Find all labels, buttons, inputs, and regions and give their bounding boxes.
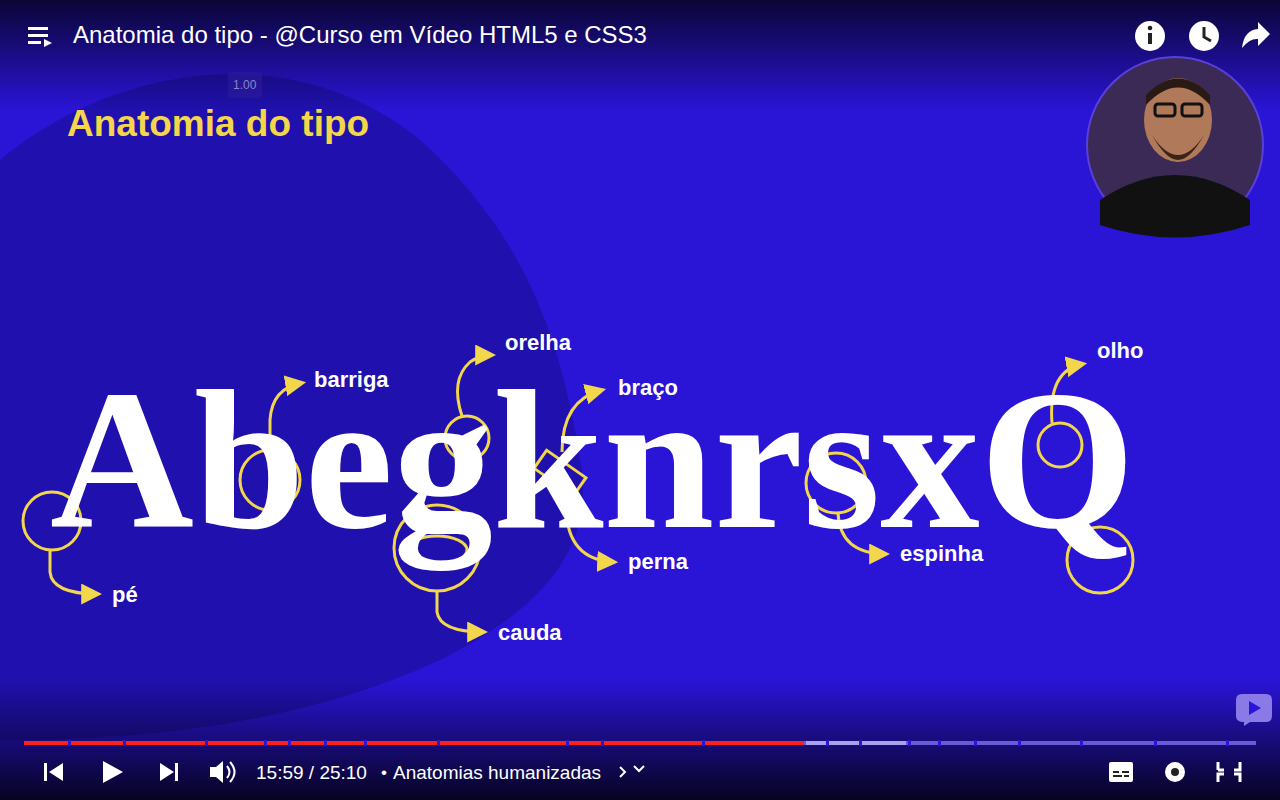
player-controls — [44, 694, 1272, 783]
player-icons — [28, 21, 1270, 51]
part-name: espinha — [900, 543, 983, 565]
part-name: barriga — [314, 369, 389, 391]
time-display: 15:59 / 25:10 — [256, 763, 367, 782]
webcam-bubble — [1087, 57, 1263, 238]
separator: • — [381, 764, 387, 781]
video-title: Anatomia do tipo - @Curso em Vídeo HTML5… — [73, 23, 647, 47]
specimen-letters: AbegknrsxQ — [50, 360, 1135, 559]
part-name: orelha — [505, 332, 571, 354]
part-name: cauda — [498, 622, 562, 644]
slide-title: Anatomia do tipo — [67, 105, 369, 142]
part-name: braço — [618, 377, 678, 399]
part-name: olho — [1097, 340, 1143, 362]
part-name: pé — [112, 584, 138, 606]
progress-bar — [24, 740, 1256, 746]
speed-badge: 1.00 — [233, 79, 256, 91]
chapter-name: Anatomias humanizadas — [393, 763, 601, 782]
part-name: perna — [628, 551, 688, 573]
